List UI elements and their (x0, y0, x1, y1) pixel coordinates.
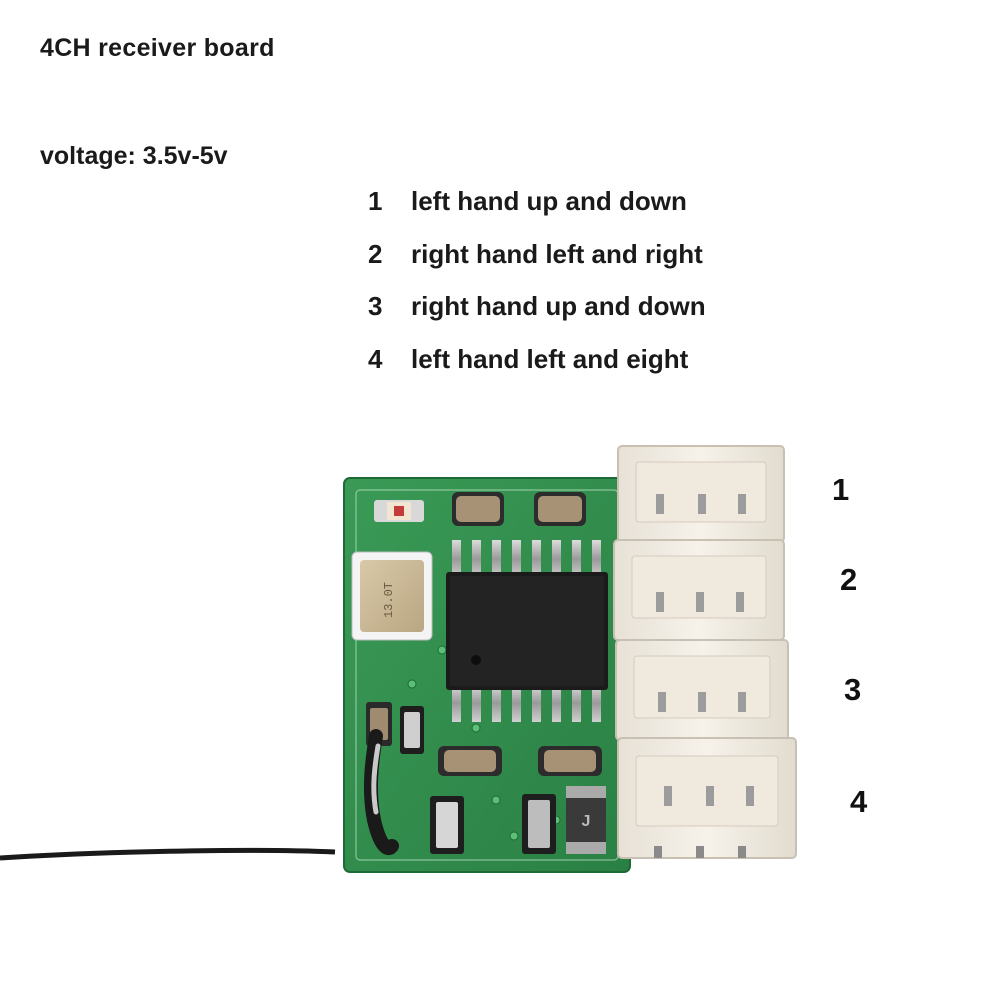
voltage-spec: voltage: 3.5v-5v (40, 142, 228, 170)
diode-component: J (566, 786, 606, 854)
channel-item: 4 left hand left and eight (368, 342, 706, 395)
ic-pins-top (452, 540, 601, 578)
antenna-solder (363, 729, 399, 855)
capacitor-mid-2 (538, 746, 602, 776)
channel-label: right hand up and down (411, 291, 706, 321)
antenna-wire (0, 847, 336, 861)
page-title: 4CH receiver board (40, 34, 275, 62)
channel-list: 1 left hand up and down 2 right hand left … (368, 184, 706, 394)
channel-number: 2 (368, 238, 383, 269)
connector-3 (615, 639, 789, 741)
capacitor-mid-1 (438, 746, 502, 776)
channel-number: 3 (368, 291, 383, 321)
channel-label: left hand left and eight (411, 343, 689, 374)
resistor-left (400, 706, 424, 754)
connector-1 (617, 445, 785, 543)
channel-number: 4 (368, 343, 383, 374)
channel-label: right hand left and right (411, 238, 703, 269)
connector-4 (617, 737, 797, 859)
crystal-marking: 13.0T (382, 582, 396, 618)
channel-label: left hand up and down (411, 186, 687, 216)
channel-item: 3 right hand up and down (368, 289, 706, 342)
capacitor-top-1 (452, 492, 504, 526)
resistor-bottom-1 (430, 796, 464, 854)
port-label-2: 2 (840, 562, 858, 597)
connector-2 (613, 539, 785, 641)
ic-pins-bottom (452, 684, 601, 722)
channel-item: 2 right hand left and right (368, 237, 706, 290)
diode-marking: J (582, 813, 591, 830)
channel-item: 1 left hand up and down (368, 184, 706, 237)
led-component (374, 500, 424, 522)
capacitor-top-2 (534, 492, 586, 526)
port-label-3: 3 (844, 672, 862, 707)
port-label-4: 4 (850, 784, 868, 819)
crystal-oscillator: 13.0T (351, 551, 433, 641)
channel-number: 1 (368, 186, 383, 216)
resistor-bottom-2 (522, 794, 556, 854)
port-label-1: 1 (832, 472, 850, 507)
